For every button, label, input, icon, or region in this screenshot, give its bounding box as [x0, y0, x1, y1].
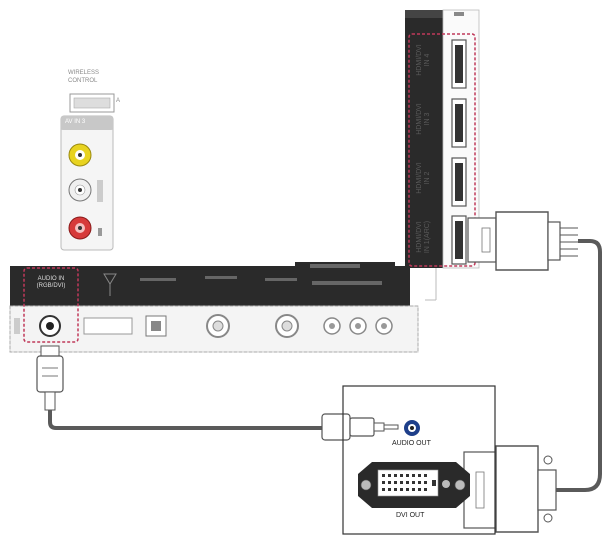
audio-cable — [36, 345, 399, 441]
video-jack-yellow — [68, 143, 92, 167]
wireless-control-label-line1: WIRELESS — [68, 70, 100, 76]
wireless-control-marker: A — [116, 98, 121, 104]
hdmi-port-label: HDMI/DVI IN 4 — [416, 44, 431, 76]
pc-rear-panel — [342, 385, 496, 535]
audio-jack-red — [68, 216, 92, 240]
hdmi-port — [451, 157, 467, 207]
component-jack — [349, 317, 367, 335]
rear-panel — [9, 262, 419, 353]
hdmi-port — [451, 98, 467, 148]
wireless-control-label-line2: CONTROL — [68, 78, 98, 84]
hdmi-port-label: HDMI/DVI IN 3 — [416, 103, 431, 135]
audio-in-highlight — [23, 267, 79, 343]
rf-connector — [275, 314, 299, 338]
hdmi-port — [451, 215, 467, 265]
rf-connector — [206, 314, 230, 338]
audio-out-jack — [404, 420, 420, 436]
av-in-header: AV IN 3 — [65, 119, 86, 125]
av-in-panel — [60, 115, 114, 251]
hdmi-dvi-cable — [463, 211, 602, 533]
wireless-control-port — [69, 93, 115, 113]
hdmi-highlight — [408, 33, 476, 267]
dvi-out-port — [358, 462, 470, 508]
usb-port — [83, 317, 133, 335]
audio-in-jack — [39, 315, 61, 337]
hdmi-port — [451, 39, 467, 89]
optical-port — [145, 315, 167, 337]
component-jack — [323, 317, 341, 335]
audio-out-label: AUDIO OUT — [392, 440, 431, 447]
hdmi-port-label: HDMI/DVI IN 1(ARC) — [416, 220, 431, 254]
audio-in-label: AUDIO IN (RGB/DVI) — [36, 276, 66, 289]
hdmi-port-label: HDMI/DVI IN 2 — [416, 162, 431, 194]
audio-jack-white — [68, 178, 92, 202]
dvi-out-label: DVI OUT — [396, 512, 425, 519]
tv-side-panel — [405, 9, 480, 301]
component-jack — [375, 317, 393, 335]
